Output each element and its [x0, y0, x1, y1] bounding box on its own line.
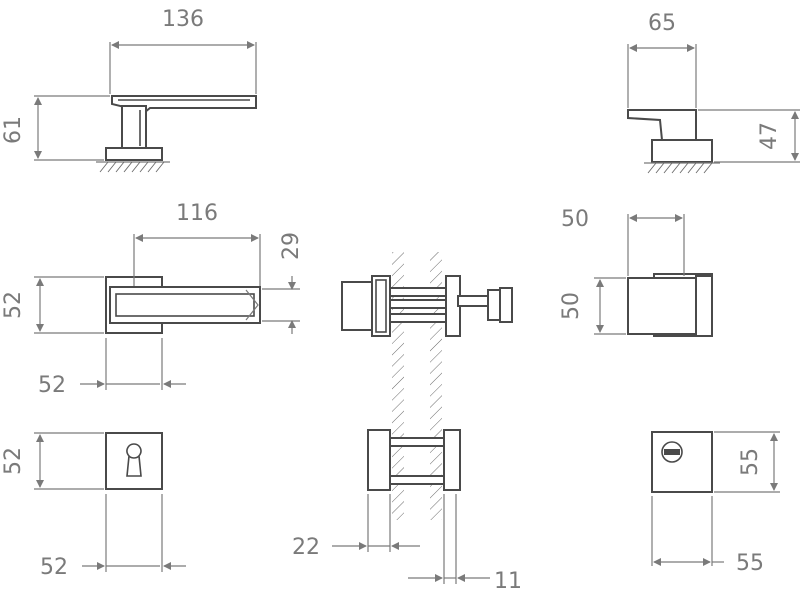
door-section-view: 22 11 — [292, 252, 522, 594]
turn-rose-width-label: 55 — [736, 551, 764, 576]
lever-bar — [109, 286, 261, 324]
lever-rose-width-label: 52 — [38, 373, 66, 398]
escutcheon-height-label: 52 — [1, 447, 26, 475]
lever-side-height-label: 61 — [1, 116, 26, 144]
knob-front-view: 50 50 — [559, 207, 713, 337]
knob-side-width-label: 65 — [648, 11, 676, 36]
lever-side-width-label: 136 — [162, 7, 204, 32]
thumbturn-icon — [661, 441, 683, 463]
lever-base — [105, 147, 163, 161]
lever-side-view: 136 61 — [1, 7, 257, 173]
escutcheon-view: 52 52 — [1, 432, 186, 580]
door-thickness-small-label: 22 — [292, 535, 320, 560]
upper-knob-left — [341, 281, 375, 331]
door-thickness-gap-label: 11 — [494, 569, 522, 594]
lever-front-length-label: 116 — [176, 201, 218, 226]
knob-front-height-label: 50 — [559, 292, 584, 320]
lower-rose-left — [367, 429, 391, 491]
escutcheon-plate — [105, 432, 163, 490]
lever-rose-height-label: 52 — [1, 291, 26, 319]
knob-side-height-label: 47 — [757, 122, 782, 150]
knob-base — [651, 139, 713, 163]
escutcheon-width-label: 52 — [40, 555, 68, 580]
keyhole-icon — [126, 443, 142, 477]
knob-grip — [627, 109, 697, 141]
lever-neck — [121, 105, 147, 151]
turn-rose-plate — [651, 431, 713, 493]
knob-front-width-label: 50 — [561, 207, 589, 232]
turn-rose-height-label: 55 — [738, 448, 763, 476]
turn-rose-view: 55 55 — [651, 431, 780, 576]
lever-front-view: 116 29 52 52 — [1, 201, 304, 398]
lever-front-grip-label: 29 — [279, 232, 304, 260]
knob-side-view: 65 47 — [627, 11, 800, 174]
